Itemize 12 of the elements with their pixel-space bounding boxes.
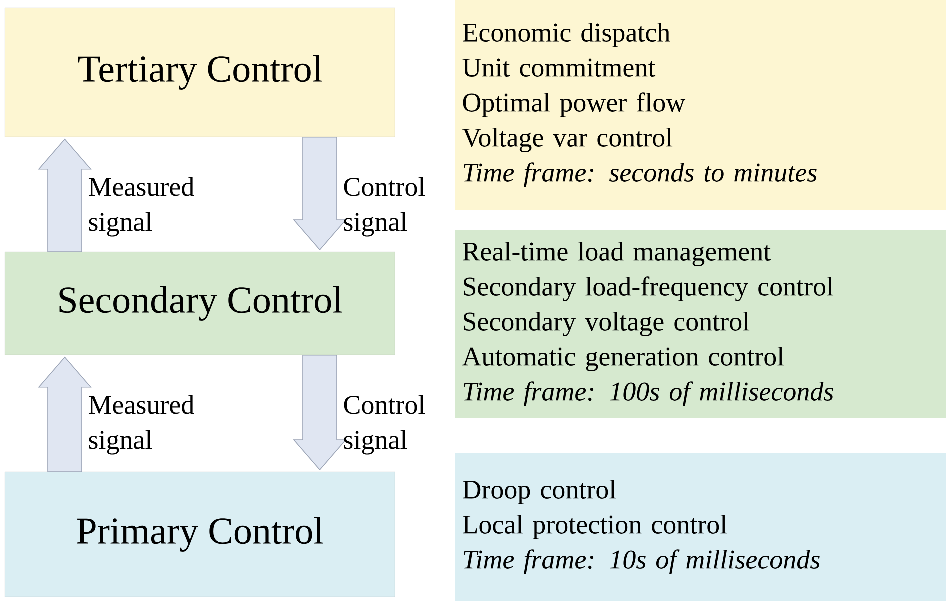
edge-label: Control signal — [344, 395, 426, 455]
description-panel: Economic dispatch Unit commitment Optimal power flow Voltage var control Time frame: seconds to minutes — [455, 0, 946, 210]
block-arrow — [293, 355, 347, 471]
block-arrow — [293, 137, 347, 251]
edge-label: Measured signal — [89, 177, 194, 237]
description-panel: Droop control Local protection control Time frame: 10s of milliseconds — [455, 453, 946, 601]
description-panel: Real-time load management Secondary load-frequency control Secondary voltage control Automatic generation control Time frame: 100s of milliseconds — [455, 230, 946, 418]
edge-label: Measured signal — [89, 395, 194, 455]
control-box: Primary Control — [5, 472, 396, 598]
control-box: Tertiary Control — [5, 8, 396, 138]
control-box: Secondary Control — [5, 252, 396, 356]
edge-label: Control signal — [344, 177, 426, 237]
